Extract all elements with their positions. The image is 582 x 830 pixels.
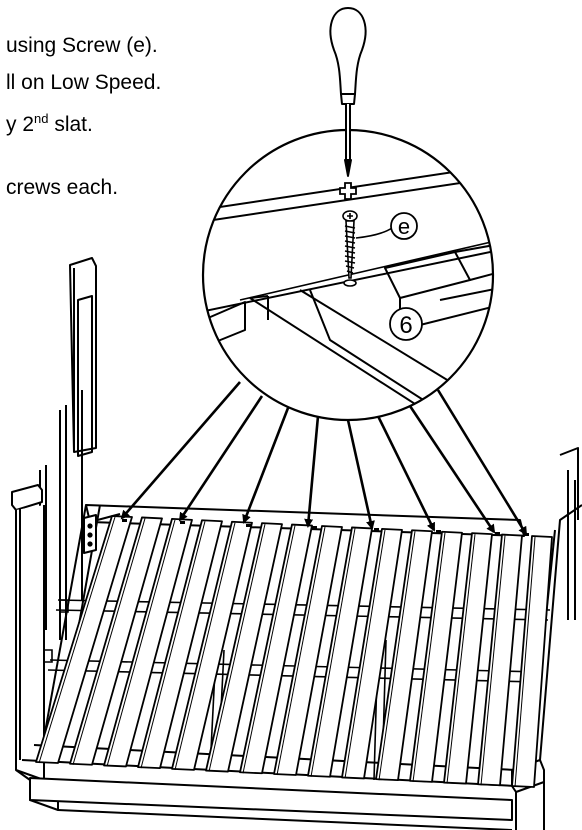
bed-slat-edge	[480, 535, 506, 786]
bed-slat	[307, 526, 373, 778]
instruction-line-4: crews each.	[6, 176, 119, 199]
bed-slat	[511, 535, 553, 788]
bed-slat	[137, 519, 223, 770]
bed-slat-edge	[140, 521, 206, 769]
bed-slat-edge	[378, 531, 416, 781]
bed-slat-edge	[242, 525, 296, 774]
phillips-mark-icon	[339, 182, 357, 200]
bed-slat-edge	[412, 532, 446, 782]
callout-e-label: e	[398, 214, 410, 239]
instruction-text: using Screw (e). ll on Low Speed. y 2nd …	[0, 0, 582, 210]
bed-slat	[273, 525, 343, 776]
bed-slat-edge	[446, 534, 476, 784]
callout-e-circle	[390, 212, 418, 240]
callout-6-label: 6	[399, 312, 412, 339]
bed-slat-edge	[514, 536, 536, 788]
bed-slat-edge	[276, 526, 326, 776]
bed-slat	[205, 522, 283, 773]
front-rail	[21, 744, 517, 830]
instruction-line-3-text: y 2	[6, 113, 35, 136]
ordinal-suffix: nd	[34, 111, 49, 126]
bed-slat-edge	[38, 516, 116, 764]
instruction-line-3: y 2nd slat.	[6, 107, 93, 137]
bed-slat	[69, 516, 163, 766]
instruction-line-1: using Screw (e).	[6, 34, 158, 57]
left-side-rail	[39, 504, 87, 761]
bed-slat	[341, 527, 403, 780]
bed-slat	[375, 529, 433, 782]
left-headboard-post	[39, 257, 97, 640]
callout-6-circle	[389, 307, 423, 341]
screw-icon	[342, 210, 358, 287]
bed-slat	[443, 532, 493, 785]
instruction-line-2: ll on Low Speed.	[6, 71, 162, 94]
bed-slat-edge	[208, 524, 266, 772]
bed-slat-edge	[310, 528, 356, 777]
bed-slat-edge	[344, 529, 386, 779]
instruction-line-3-end: slat.	[48, 113, 93, 136]
bed-slats	[35, 515, 553, 788]
bed-slat-edge	[72, 518, 146, 765]
bed-slat-edge	[106, 519, 176, 767]
bed-slat-edge	[174, 522, 236, 770]
right-headboard-post	[559, 447, 579, 620]
zoom-detail-circle: e 6	[201, 7, 495, 422]
screwdriver-icon	[329, 7, 367, 177]
bed-slat	[477, 533, 523, 787]
bed-slat	[409, 530, 463, 783]
pointer-arrows	[120, 381, 528, 536]
